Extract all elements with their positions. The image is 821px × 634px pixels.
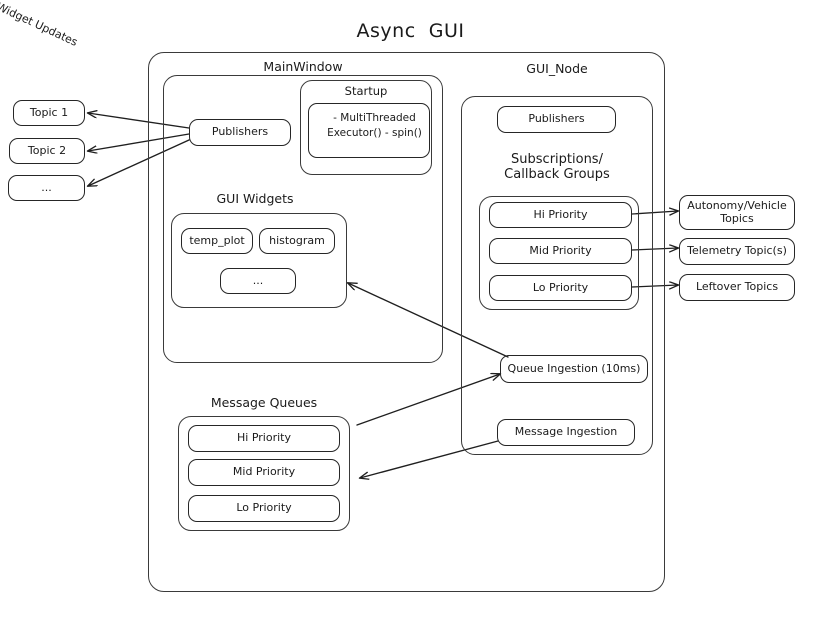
queue-mid-priority-label: Mid Priority (232, 465, 296, 479)
queue-hi-priority[interactable]: Hi Priority (188, 425, 340, 452)
external-topic-more-label: ... (41, 180, 52, 194)
startup-items-text: - MultiThreaded Executor() - spin() (327, 112, 422, 140)
widget-temp-plot-label: temp_plot (189, 233, 245, 247)
subscription-hi-priority-label: Hi Priority (533, 207, 588, 221)
gui-node-title: GUI_Node (526, 61, 588, 76)
right-topic-telemetry[interactable]: Telemetry Topic(s) (679, 238, 795, 265)
queue-lo-priority-label: Lo Priority (236, 501, 292, 515)
external-topic-1-label: Topic 1 (29, 105, 69, 119)
widget-temp-plot[interactable]: temp_plot (181, 228, 253, 254)
mainwindow-publishers-box[interactable]: Publishers (189, 119, 291, 146)
subscriptions-title: Subscriptions/ Callback Groups (504, 152, 610, 183)
queue-ingestion-label: Queue Ingestion (10ms) (507, 361, 641, 375)
message-queues-title: Message Queues (210, 395, 318, 410)
right-topic-leftover-label: Leftover Topics (695, 280, 779, 294)
right-topic-autonomy-vehicle[interactable]: Autonomy/Vehicle Topics (679, 195, 795, 230)
startup-group (300, 80, 432, 175)
message-ingestion-box[interactable]: Message Ingestion (497, 419, 635, 446)
widget-more[interactable]: ... (220, 268, 296, 294)
gui-node-publishers-box[interactable]: Publishers (497, 106, 616, 133)
subscription-hi-priority[interactable]: Hi Priority (489, 202, 632, 228)
queue-mid-priority[interactable]: Mid Priority (188, 459, 340, 486)
right-topic-leftover[interactable]: Leftover Topics (679, 274, 795, 301)
startup-items-box[interactable]: - MultiThreaded Executor() - spin() (308, 103, 430, 158)
widget-more-label: ... (252, 273, 264, 287)
external-topic-2-label: Topic 2 (27, 143, 67, 157)
startup-title: Startup (344, 84, 388, 98)
queue-ingestion-box[interactable]: Queue Ingestion (10ms) (500, 355, 648, 383)
message-ingestion-label: Message Ingestion (514, 425, 618, 439)
gui-node-publishers-label: Publishers (528, 112, 585, 126)
gui-node-group (461, 96, 653, 455)
subscription-lo-priority-label: Lo Priority (532, 280, 589, 294)
message-queues-group (178, 416, 350, 531)
subscription-lo-priority[interactable]: Lo Priority (489, 275, 632, 301)
external-topic-more[interactable]: ... (8, 175, 85, 201)
async-gui-container (148, 52, 665, 592)
diagram-title: Async GUI (356, 20, 465, 42)
queue-hi-priority-label: Hi Priority (237, 431, 291, 445)
widget-histogram[interactable]: histogram (259, 228, 335, 254)
subscription-mid-priority-label: Mid Priority (529, 243, 592, 257)
mainwindow-publishers-label: Publishers (211, 125, 269, 139)
right-topic-autonomy-vehicle-label: Autonomy/Vehicle Topics (687, 198, 787, 225)
subscription-mid-priority[interactable]: Mid Priority (489, 238, 632, 264)
external-topic-1[interactable]: Topic 1 (13, 100, 85, 126)
right-topic-telemetry-label: Telemetry Topic(s) (687, 244, 787, 258)
gui-widgets-group (171, 213, 347, 308)
widget-histogram-label: histogram (269, 233, 325, 247)
mainwindow-group (163, 75, 443, 363)
gui-widgets-title: GUI Widgets (216, 191, 294, 206)
external-topic-2[interactable]: Topic 2 (9, 138, 85, 164)
queue-lo-priority[interactable]: Lo Priority (188, 495, 340, 522)
mainwindow-title: MainWindow (263, 59, 343, 74)
callback-groups-container (479, 196, 639, 310)
